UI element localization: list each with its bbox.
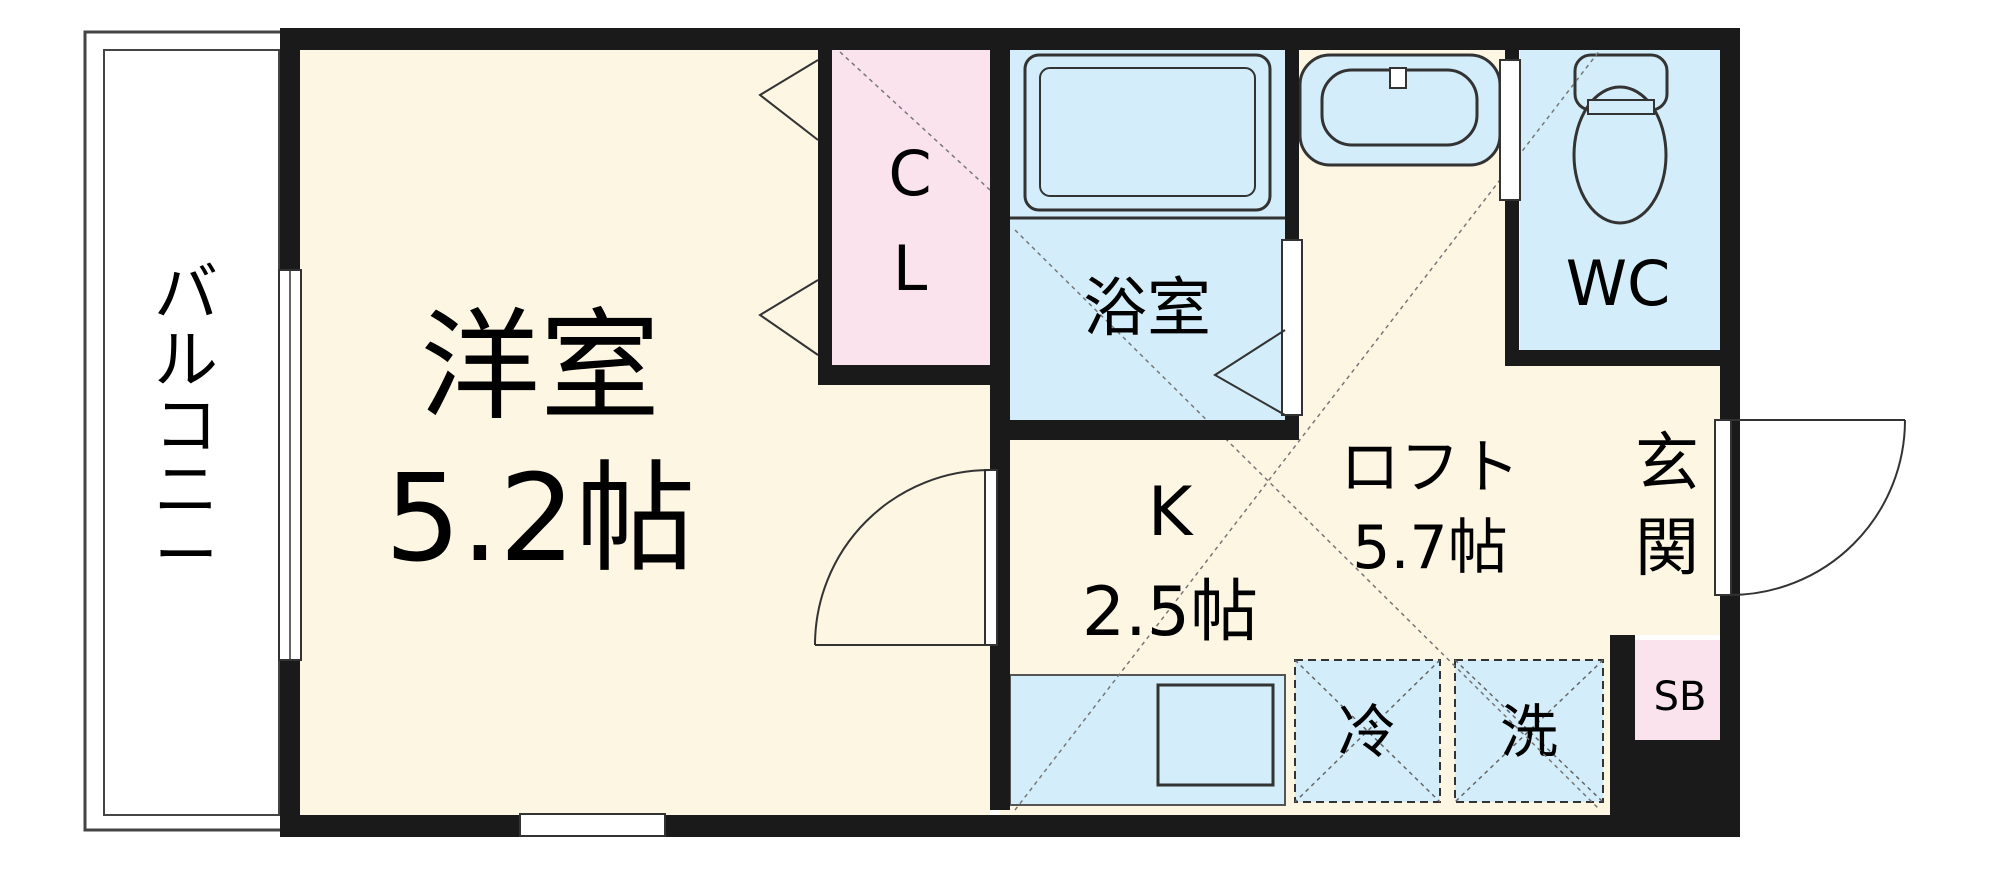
kitchen-size: 2.5帖	[1082, 573, 1258, 652]
fridge-cross-2	[1294, 659, 1441, 803]
wall-bath-bottom	[1010, 420, 1295, 440]
balcony-label-2: ル	[154, 324, 218, 398]
toilet-icon	[1572, 53, 1669, 225]
washer-space: 洗	[1454, 659, 1604, 803]
wall-entrance-step	[1610, 635, 1635, 740]
loft-diagonal-2	[1014, 229, 1601, 811]
kitchen-name: K	[1148, 473, 1195, 552]
closet-label-2: L	[893, 232, 928, 305]
door-jamb	[984, 469, 998, 646]
washer-cross-2	[1454, 659, 1604, 803]
bathtub-inner	[1039, 67, 1256, 197]
fridge-space: 冷	[1294, 659, 1441, 803]
fridge-cross-1	[1294, 659, 1441, 803]
balcony-label-5: ー	[154, 520, 218, 594]
entrance-door	[1714, 419, 1906, 596]
shoe-box-label: SB	[1654, 674, 1707, 720]
bath-door	[1213, 329, 1286, 416]
washbasin	[1298, 53, 1502, 167]
wall-bottom	[280, 815, 1740, 837]
washer-label: 洗	[1500, 698, 1558, 766]
wc-window	[1499, 59, 1521, 201]
toilet-bowl	[1572, 85, 1668, 225]
wall-sb-corner	[1610, 740, 1740, 837]
western-room-name: 洋室	[420, 298, 660, 437]
wall-top	[280, 28, 1740, 50]
entrance-door-jamb	[1714, 419, 1732, 596]
wall-closet-bottom	[818, 365, 998, 385]
toilet-label: WC	[1566, 247, 1671, 320]
western-room-door	[814, 469, 998, 646]
kitchen-sink	[1156, 683, 1275, 787]
bottom-window	[519, 813, 666, 837]
faucet-icon	[1389, 67, 1407, 89]
western-room-size: 5.2帖	[385, 450, 696, 589]
balcony-label-3: コ	[154, 390, 218, 464]
bathtub	[1010, 53, 1285, 220]
loft-size: 5.7帖	[1352, 513, 1507, 583]
fridge-label: 冷	[1338, 698, 1396, 766]
balcony: バ ル コ ニ ー	[83, 30, 289, 832]
entrance-door-arc	[1729, 419, 1906, 596]
bath-window	[1281, 239, 1303, 416]
entrance-label-2: 関	[1635, 512, 1699, 586]
wall-closet-bath	[990, 50, 1010, 810]
bath-label: 浴室	[1083, 272, 1211, 346]
toilet-lid	[1587, 99, 1655, 115]
door-swing-arc	[814, 469, 991, 646]
closet-diagonal	[839, 51, 991, 191]
closet-door-bottom	[758, 279, 819, 356]
entrance-label-1: 玄	[1635, 427, 1699, 501]
wall-closet-left	[818, 50, 832, 385]
closet	[818, 50, 990, 365]
loft-name: ロフト	[1340, 433, 1520, 503]
balcony-label-4: ニ	[154, 454, 218, 528]
closet-door-top	[758, 59, 819, 141]
wall-wc-bottom	[1505, 350, 1740, 366]
closet-label-1: C	[888, 137, 931, 210]
balcony-label-1: バ	[154, 257, 218, 331]
washer-cross-1	[1454, 659, 1604, 803]
entrance-floor	[1610, 365, 1722, 635]
balcony-outline	[83, 30, 289, 832]
shoe-box	[1635, 640, 1725, 740]
